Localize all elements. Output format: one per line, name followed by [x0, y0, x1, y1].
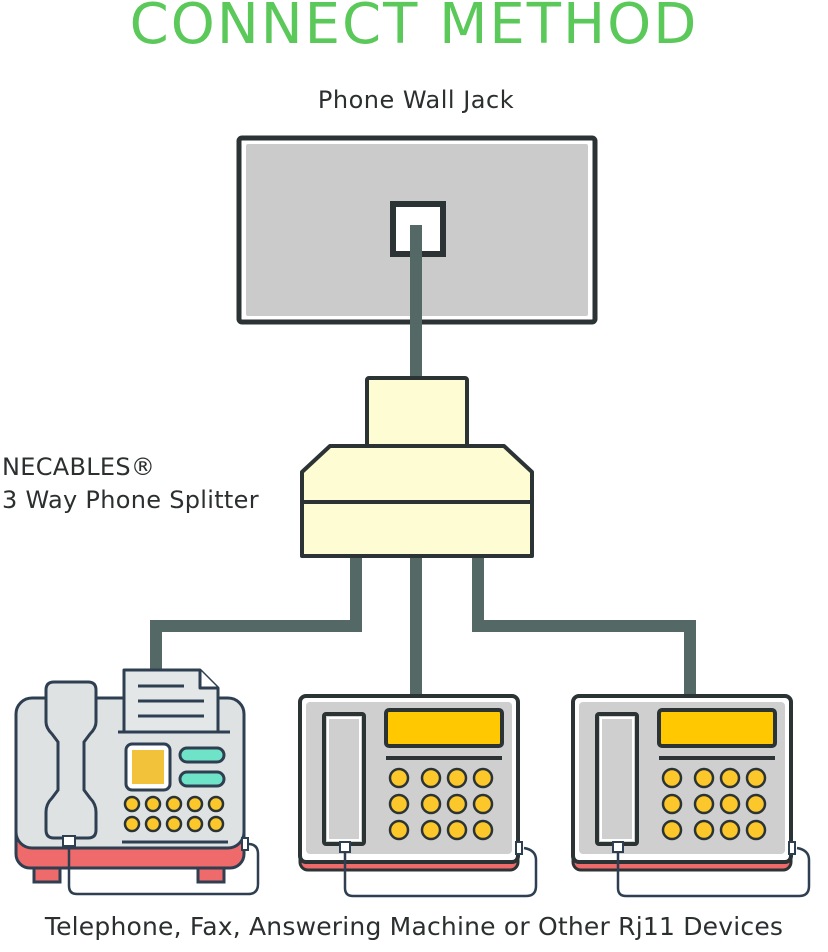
telephone-handset-jack — [612, 841, 624, 853]
telephone-handset-cord[interactable] — [616, 846, 811, 898]
telephone-keypad-button[interactable] — [420, 767, 442, 789]
fax-keypad-button[interactable] — [165, 795, 183, 813]
fax-handset-cord[interactable] — [67, 842, 260, 896]
fax-machine — [14, 668, 260, 896]
telephone-keypad-button[interactable] — [719, 767, 741, 789]
devices-label: Telephone, Fax, Answering Machine or Oth… — [44, 912, 784, 941]
telephone-keypad-button[interactable] — [388, 767, 410, 789]
fax-keypad-button[interactable] — [144, 815, 162, 833]
fax-handset-jack — [62, 835, 76, 847]
telephone-keypad-button[interactable] — [388, 793, 410, 815]
telephone-keypad-button[interactable] — [446, 819, 468, 841]
fax-keypad-button[interactable] — [165, 815, 183, 833]
splitter-description: 3 Way Phone Splitter — [2, 486, 259, 514]
telephone-keypad-button[interactable] — [745, 819, 767, 841]
wall-jack — [236, 135, 598, 325]
fax-keypad-button[interactable] — [144, 795, 162, 813]
fax-keypad-button[interactable] — [186, 795, 204, 813]
telephone-keypad-button[interactable] — [420, 793, 442, 815]
wall-jack-label: Phone Wall Jack — [317, 86, 515, 114]
telephone-keypad-button[interactable] — [661, 793, 683, 815]
cable-to-telephone-2 — [472, 556, 696, 698]
telephone-keypad-button[interactable] — [420, 819, 442, 841]
telephone-keypad-button[interactable] — [446, 793, 468, 815]
splitter-brand: NECABLES® — [2, 453, 156, 481]
telephone-keypad-button[interactable] — [693, 767, 715, 789]
fax-keypad-button[interactable] — [207, 795, 225, 813]
telephone-keypad-button[interactable] — [661, 767, 683, 789]
telephone-keypad-button[interactable] — [446, 767, 468, 789]
telephone-keypad-button[interactable] — [472, 793, 494, 815]
telephone-handset-highlight — [327, 717, 361, 841]
telephone-display — [657, 708, 777, 748]
telephone-keypad-button[interactable] — [719, 819, 741, 841]
fax-keypad-button[interactable] — [207, 815, 225, 833]
fax-keypad-button[interactable] — [123, 795, 141, 813]
telephone-handset-highlight — [600, 717, 634, 841]
phone-splitter — [300, 376, 534, 558]
fax-button-bottom[interactable] — [178, 770, 226, 788]
splitter-label: NECABLES® 3 Way Phone Splitter — [2, 451, 259, 517]
telephone-keypad-button[interactable] — [661, 819, 683, 841]
telephone-keypad-button[interactable] — [388, 819, 410, 841]
fax-keypad-button[interactable] — [186, 815, 204, 833]
telephone-keypad-button[interactable] — [693, 819, 715, 841]
telephone-display — [384, 708, 504, 748]
fax-button-top[interactable] — [178, 746, 226, 764]
telephone-keypad-button[interactable] — [693, 793, 715, 815]
page-title: CONNECT METHOD — [129, 0, 699, 57]
telephone-handset-cord[interactable] — [343, 846, 538, 898]
fax-side-jack — [241, 837, 249, 851]
telephone-side-jack — [515, 841, 523, 855]
fax-handset — [44, 680, 98, 840]
telephone-keypad-button[interactable] — [472, 819, 494, 841]
splitter-plug — [365, 376, 469, 448]
telephone-keypad-button[interactable] — [745, 793, 767, 815]
fax-keypad — [123, 795, 225, 833]
telephone — [571, 694, 811, 898]
cable-to-fax — [150, 556, 362, 672]
telephone-keypad-button[interactable] — [719, 793, 741, 815]
telephone — [298, 694, 538, 898]
telephone-handset[interactable] — [322, 712, 366, 846]
fax-keypad-button[interactable] — [123, 815, 141, 833]
telephone-side-jack — [788, 841, 796, 855]
fax-display — [132, 750, 164, 784]
wall-jack-plug-cable — [410, 225, 422, 325]
fax-paper-fold — [198, 670, 218, 690]
telephone-handset[interactable] — [595, 712, 639, 846]
telephone-handset-jack — [339, 841, 351, 853]
telephone-keypad-button[interactable] — [472, 767, 494, 789]
telephone-keypad-button[interactable] — [745, 767, 767, 789]
